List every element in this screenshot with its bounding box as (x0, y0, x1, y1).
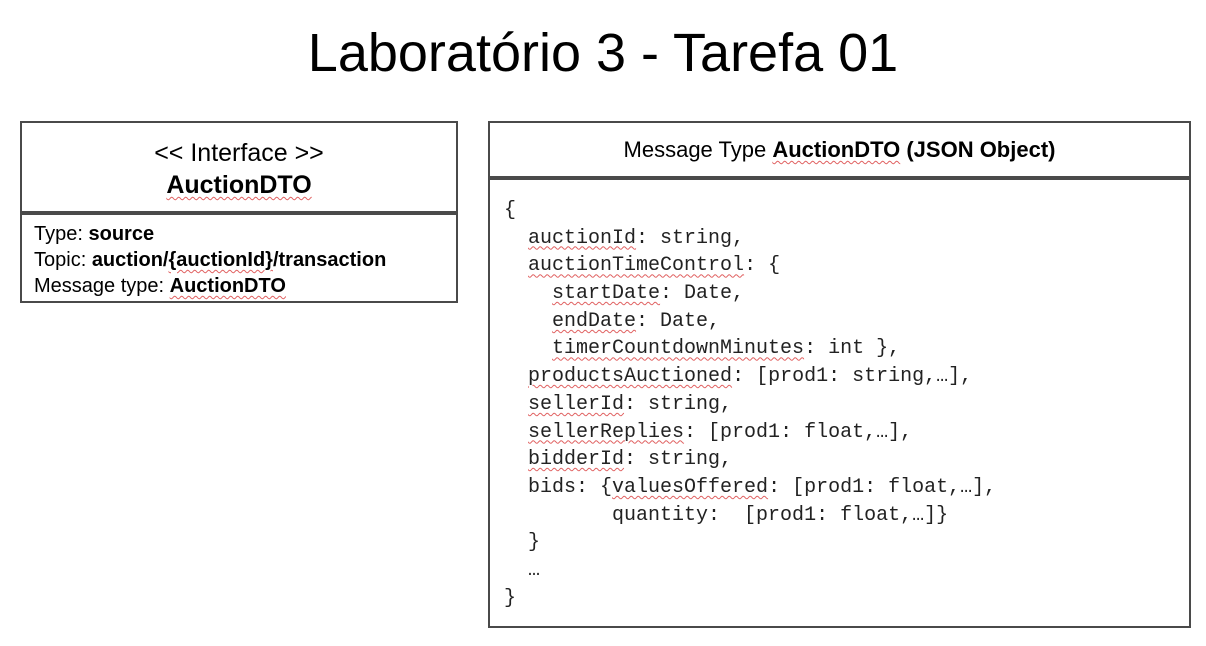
message-header-suffix: (JSON Object) (900, 137, 1056, 162)
code-key-valuesOffered: valuesOffered (612, 475, 769, 499)
code-line-7: productsAuctioned: [prod1: string,…], (504, 363, 996, 391)
code-value: : [prod1: float,…], (684, 420, 913, 444)
code-line-10: bidderId: string, (504, 446, 996, 474)
code-value: : string, (624, 392, 733, 416)
code-value: : int }, (804, 337, 901, 361)
code-line-2: auctionId: string, (504, 225, 996, 253)
code-key-bidderId: bidderId (528, 448, 625, 472)
interface-box: << Interface >> AuctionDTO Type: source … (20, 121, 458, 303)
interface-topic-row: Topic: auction/{auctionId}/transaction (34, 247, 386, 273)
interface-stereotype: << Interface >> (154, 139, 324, 167)
topic-suffix: /transaction (272, 249, 387, 271)
code-value: : string, (624, 448, 733, 472)
code-key-auctionTimeControl: auctionTimeControl (528, 254, 745, 278)
code-value: : string, (636, 226, 745, 250)
topic-prefix: auction/ (91, 249, 169, 271)
topic-label: Topic: (34, 249, 92, 271)
code-line-14: … (504, 557, 996, 585)
interface-properties: Type: source Topic: auction/{auctionId}/… (34, 221, 386, 299)
code-key-sellerId: sellerId (528, 392, 625, 416)
code-line-8: sellerId: string, (504, 391, 996, 419)
message-type-header: Message Type AuctionDTO (JSON Object) (490, 123, 1189, 180)
message-header-name: AuctionDTO (772, 137, 901, 162)
code-line-11: bids: {valuesOffered: [prod1: float,…], (504, 474, 996, 502)
code-value: : [prod1: string,…], (732, 365, 973, 389)
code-ellipsis: … (528, 558, 541, 582)
code-value: : [prod1: float,…], (768, 475, 997, 499)
interface-header: << Interface >> AuctionDTO (22, 123, 456, 215)
code-key-startDate: startDate (552, 282, 661, 306)
interface-message-type-row: Message type: AuctionDTO (34, 273, 386, 299)
code-brace-open: { (504, 199, 517, 222)
code-key-auctionId: auctionId (528, 226, 637, 250)
code-key-productsAuctioned: productsAuctioned (528, 365, 733, 389)
message-type-value: AuctionDTO (169, 275, 286, 297)
json-code-block: { auctionId: string, auctionTimeControl:… (504, 197, 996, 612)
code-line-1: { (504, 197, 996, 225)
code-key-bids: bids: { (528, 475, 613, 499)
code-key-quantity: quantity: [prod1: float,…]} (612, 503, 949, 527)
interface-name: AuctionDTO (166, 171, 312, 199)
code-line-4: startDate: Date, (504, 280, 996, 308)
type-value: source (88, 223, 155, 245)
code-value: : Date, (660, 282, 745, 306)
code-line-13: } (504, 529, 996, 557)
code-line-12: quantity: [prod1: float,…]} (504, 502, 996, 530)
code-value: : Date, (636, 309, 721, 333)
code-line-15: } (504, 585, 996, 613)
code-brace-close-inner: } (528, 531, 541, 555)
interface-type-row: Type: source (34, 221, 386, 247)
code-line-3: auctionTimeControl: { (504, 252, 996, 280)
type-label: Type: (34, 223, 89, 245)
code-line-5: endDate: Date, (504, 308, 996, 336)
code-line-9: sellerReplies: [prod1: float,…], (504, 419, 996, 447)
code-value: : { (744, 254, 781, 278)
page-title: Laboratório 3 - Tarefa 01 (307, 23, 899, 83)
message-header-label: Message Type (623, 137, 773, 162)
code-line-6: timerCountdownMinutes: int }, (504, 335, 996, 363)
code-brace-close: } (504, 586, 517, 610)
code-key-timerCountdownMinutes: timerCountdownMinutes (552, 337, 805, 361)
code-key-endDate: endDate (552, 309, 637, 333)
message-type-label: Message type: (34, 275, 170, 297)
message-type-box: Message Type AuctionDTO (JSON Object) { … (488, 121, 1191, 628)
topic-param: {auctionId} (168, 249, 273, 271)
code-key-sellerReplies: sellerReplies (528, 420, 685, 444)
